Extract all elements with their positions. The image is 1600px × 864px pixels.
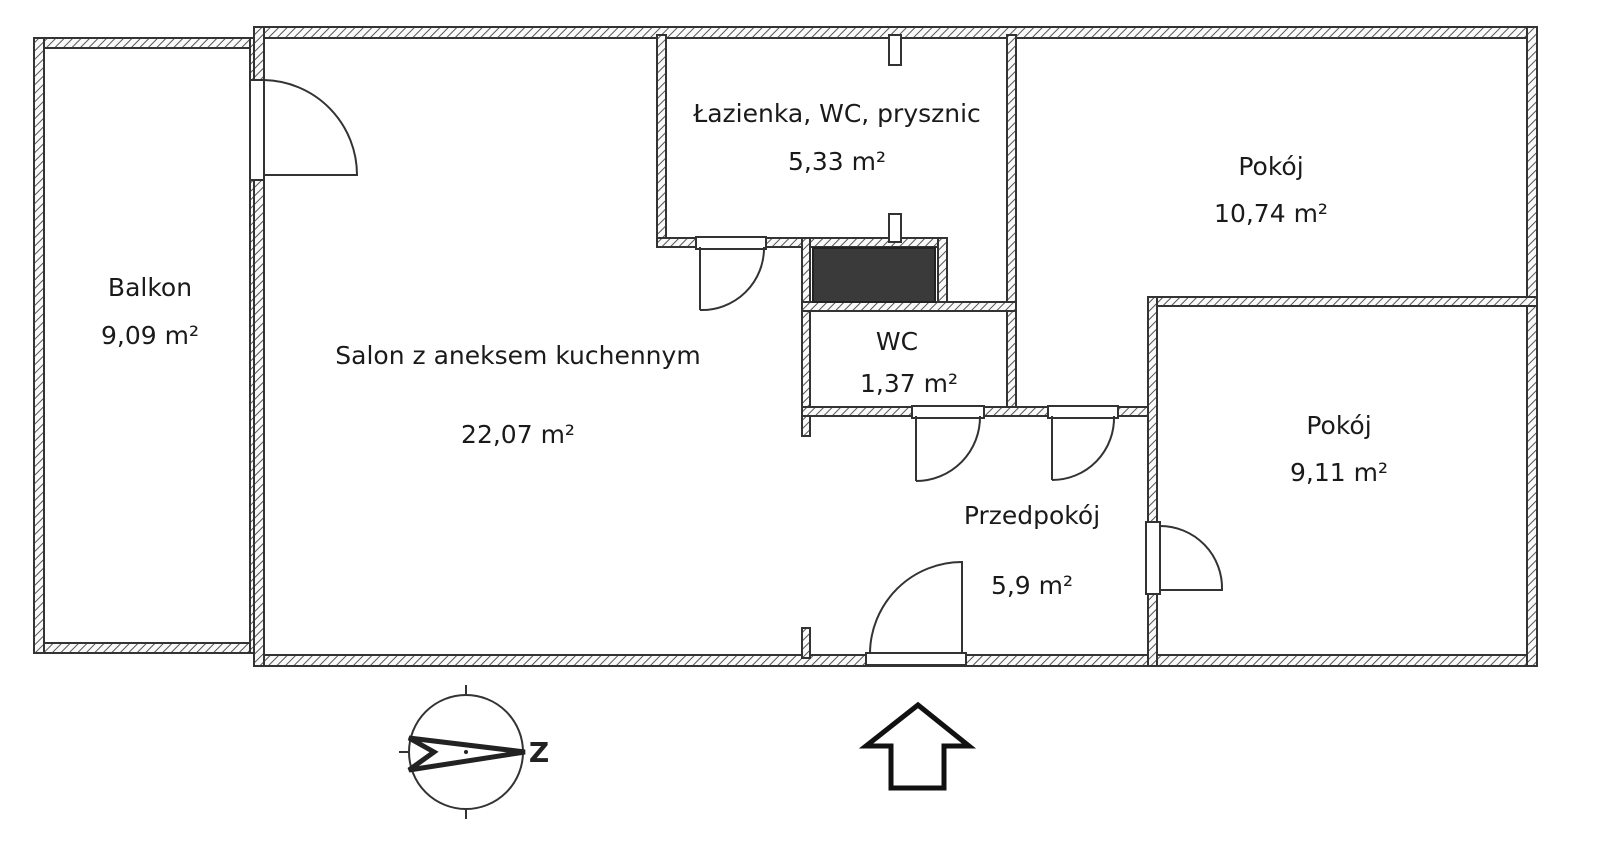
bathroom-notch-bottom — [888, 213, 902, 243]
entrance-arrow-icon — [858, 701, 977, 791]
doors — [249, 79, 1224, 666]
hall-area: 5,9 m² — [991, 571, 1073, 600]
bathroom-area: 5,33 m² — [788, 147, 886, 176]
balcony-name: Balkon — [108, 273, 192, 302]
room2-area: 9,11 m² — [1290, 458, 1388, 487]
bathroom-notch-top — [888, 34, 902, 66]
compass-needle — [407, 735, 526, 773]
compass-letter: Z — [529, 736, 549, 769]
ventilation-shaft — [812, 247, 936, 303]
wc-area: 1,37 m² — [860, 369, 958, 398]
room1-area: 10,74 m² — [1214, 199, 1328, 228]
room2-name: Pokój — [1306, 411, 1371, 440]
compass: Z — [399, 685, 549, 819]
bathroom-name: Łazienka, WC, prysznic — [692, 99, 981, 128]
living-area: 22,07 m² — [461, 420, 575, 449]
living-name: Salon z aneksem kuchennym — [335, 341, 700, 370]
hall-name: Przedpokój — [964, 501, 1100, 530]
room1-name: Pokój — [1238, 152, 1303, 181]
wc-name: WC — [876, 327, 918, 356]
balcony-area: 9,09 m² — [101, 321, 199, 350]
